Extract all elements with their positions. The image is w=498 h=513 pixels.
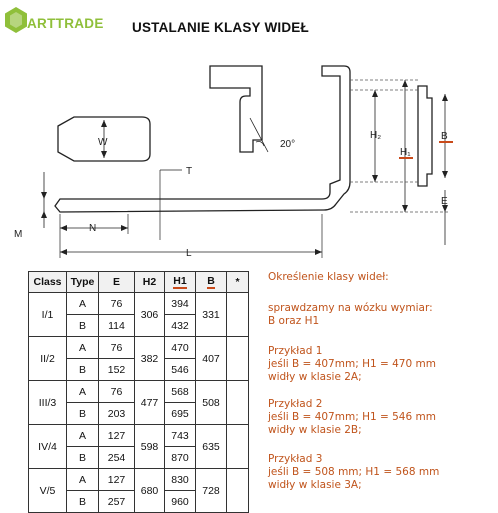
- info-heading: Określenie klasy wideł:: [268, 271, 389, 283]
- cell-h1: 743: [164, 424, 196, 447]
- cell-type: A: [66, 292, 99, 315]
- table-row: V/5 A 127 680 830 728: [28, 468, 249, 513]
- table-row: III/3 A 76 477 568 508: [28, 380, 249, 425]
- header-h1: H1: [164, 271, 196, 293]
- hook-detail: [209, 65, 263, 153]
- header-star: *: [226, 271, 249, 293]
- cell-star: [226, 468, 249, 513]
- cell-h1: 695: [164, 402, 196, 425]
- label-l: L: [186, 248, 192, 259]
- cell-h1: 432: [164, 314, 196, 337]
- table-row: B 114 432: [29, 314, 249, 337]
- table-row: B 254 870: [29, 446, 249, 469]
- cell-e: 127: [98, 468, 135, 491]
- logo-text: ARTTRADE: [27, 16, 104, 31]
- cell-e: 203: [98, 402, 135, 425]
- cell-star: [226, 424, 249, 469]
- fork-cross-section: [57, 116, 151, 162]
- cell-h1: 470: [164, 336, 196, 359]
- cell-h2: 382: [134, 336, 165, 381]
- table-row: I/1 A 76 306 394 331: [28, 292, 249, 337]
- label-t: T: [186, 166, 192, 177]
- brand-logo: ARTTRADE: [3, 4, 103, 40]
- label-angle: 20°: [280, 139, 295, 150]
- cell-e: 76: [98, 380, 135, 403]
- cell-h1: 546: [164, 358, 196, 381]
- example-1: Przykład 1 jeśli B = 407mm; H1 = 470 mm …: [268, 345, 436, 383]
- label-w: W: [98, 137, 108, 148]
- header-e: E: [98, 271, 135, 293]
- cell-e: 254: [98, 446, 135, 469]
- example-3: Przykład 3 jeśli B = 508 mm; H1 = 568 mm…: [268, 453, 440, 491]
- fork-diagram: W 20° T N L H₂ H₁ B E M: [14, 65, 453, 259]
- label-h1: H₁: [400, 147, 411, 158]
- cell-e: 114: [98, 314, 135, 337]
- cell-class: IV/4: [28, 424, 67, 469]
- header-type: Type: [66, 271, 99, 293]
- table-row: B 257 960: [29, 490, 249, 513]
- fork-class-table: Class Type E H2 H1 B * I/1 A 76 306 394 …: [28, 271, 249, 513]
- cell-b: 508: [195, 380, 227, 425]
- cell-h1: 830: [164, 468, 196, 491]
- cell-type: B: [66, 314, 99, 337]
- cell-b: 407: [195, 336, 227, 381]
- table-row: II/2 A 76 382 470 407: [28, 336, 249, 381]
- cell-h1: 394: [164, 292, 196, 315]
- cell-b: 728: [195, 468, 227, 513]
- cell-e: 127: [98, 424, 135, 447]
- label-m: M: [14, 229, 22, 240]
- table-row: IV/4 A 127 598 743 635: [28, 424, 249, 469]
- cell-star: [226, 380, 249, 425]
- table-header-row: Class Type E H2 H1 B *: [28, 271, 249, 293]
- cell-type: A: [66, 468, 99, 491]
- header-class: Class: [28, 271, 67, 293]
- cell-class: II/2: [28, 336, 67, 381]
- cell-type: B: [66, 490, 99, 513]
- cell-class: III/3: [28, 380, 67, 425]
- cell-star: [226, 336, 249, 381]
- fork-body: [54, 65, 351, 213]
- info-intro: sprawdzamy na wózku wymiar: B oraz H1: [268, 302, 433, 327]
- cell-h2: 306: [134, 292, 165, 337]
- example-2: Przykład 2 jeśli B = 407mm; H1 = 546 mm …: [268, 398, 436, 436]
- cell-class: V/5: [28, 468, 67, 513]
- cell-type: B: [66, 446, 99, 469]
- table-row: B 203 695: [29, 402, 249, 425]
- header-h2: H2: [134, 271, 165, 293]
- cell-b: 331: [195, 292, 227, 337]
- cell-type: B: [66, 358, 99, 381]
- cell-type: B: [66, 402, 99, 425]
- cell-e: 152: [98, 358, 135, 381]
- carriage-bar: [417, 85, 433, 187]
- cell-h1: 870: [164, 446, 196, 469]
- cell-e: 76: [98, 292, 135, 315]
- cell-h2: 477: [134, 380, 165, 425]
- cell-type: A: [66, 424, 99, 447]
- cell-h1: 568: [164, 380, 196, 403]
- label-h2: H₂: [370, 130, 381, 141]
- cell-type: A: [66, 336, 99, 359]
- label-n: N: [89, 223, 96, 234]
- cell-star: [226, 292, 249, 337]
- header-b: B: [195, 271, 227, 293]
- cell-type: A: [66, 380, 99, 403]
- label-e: E: [441, 196, 448, 207]
- page-title: USTALANIE KLASY WIDEŁ: [132, 20, 309, 35]
- cell-e: 76: [98, 336, 135, 359]
- cell-e: 257: [98, 490, 135, 513]
- table-row: B 152 546: [29, 358, 249, 381]
- hexagon-logo-icon: [5, 7, 27, 33]
- label-b: B: [441, 131, 448, 142]
- cell-b: 635: [195, 424, 227, 469]
- cell-class: I/1: [28, 292, 67, 337]
- cell-h1: 960: [164, 490, 196, 513]
- cell-h2: 680: [134, 468, 165, 513]
- cell-h2: 598: [134, 424, 165, 469]
